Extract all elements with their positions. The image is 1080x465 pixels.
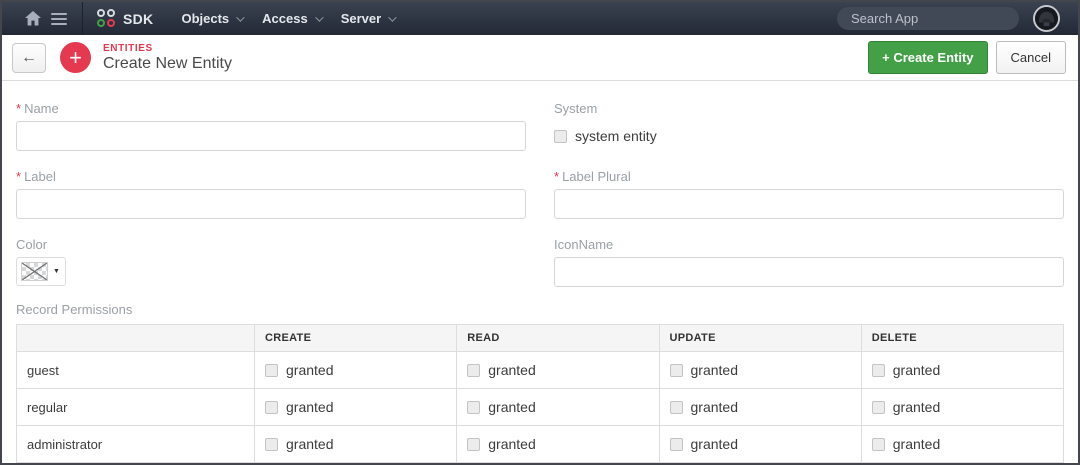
dropdown-arrow-icon: ▼ — [53, 268, 60, 275]
update-column-header: UPDATE — [658, 324, 862, 352]
brand-title: SDK — [123, 10, 154, 27]
regular-create-granted-checkbox[interactable]: granted — [265, 399, 446, 415]
guest-create-granted-checkbox[interactable]: granted — [265, 362, 446, 378]
label-plural-label: Label Plural — [562, 169, 631, 184]
checkbox-icon — [467, 400, 481, 414]
label-plural-input[interactable] — [554, 189, 1064, 219]
navbar-divider — [82, 2, 83, 35]
checkbox-icon — [265, 400, 278, 414]
chevron-down-icon — [314, 12, 324, 22]
name-input[interactable] — [16, 121, 526, 151]
checkbox-icon — [467, 437, 481, 451]
search-input[interactable] — [837, 7, 1019, 30]
administrator-update-granted-checkbox[interactable]: granted — [669, 436, 851, 452]
top-navbar: SDK Objects Access Server — [2, 2, 1078, 35]
checkbox-icon — [265, 437, 278, 451]
role-column-header — [16, 324, 255, 352]
checkbox-icon — [669, 437, 683, 451]
form-content: *Name System system entity *Label — [2, 101, 1078, 463]
field-system: System system entity — [554, 101, 1064, 151]
create-entity-button[interactable]: + Create Entity — [868, 41, 988, 74]
back-button[interactable]: ← — [12, 42, 46, 73]
required-marker: * — [554, 169, 560, 184]
record-permissions-label: Record Permissions — [16, 302, 133, 317]
color-swatch-none-icon — [21, 262, 48, 281]
checkbox-icon — [669, 400, 683, 414]
field-color: Color ▼ — [16, 237, 526, 287]
guest-read-granted-checkbox[interactable]: granted — [467, 362, 648, 378]
regular-read-granted-checkbox[interactable]: granted — [467, 399, 648, 415]
hamburger-menu-icon[interactable] — [46, 6, 72, 32]
page-title: Create New Entity — [103, 54, 232, 72]
menu-access[interactable]: Access — [252, 2, 331, 35]
field-label: *Label — [16, 169, 526, 219]
administrator-create-granted-checkbox[interactable]: granted — [265, 436, 446, 452]
guest-delete-granted-checkbox[interactable]: granted — [871, 362, 1053, 378]
table-row-regular: regular granted granted granted granted — [16, 388, 1065, 426]
label-input[interactable] — [16, 189, 526, 219]
system-label: System — [554, 101, 598, 116]
role-label: guest — [16, 351, 255, 389]
table-row-administrator: administrator granted granted granted gr… — [16, 425, 1065, 463]
role-label: regular — [16, 388, 255, 426]
administrator-delete-granted-checkbox[interactable]: granted — [871, 436, 1053, 452]
field-label-plural: *Label Plural — [554, 169, 1064, 219]
checkbox-icon — [871, 437, 885, 451]
icon-name-input[interactable] — [554, 257, 1064, 287]
menu-server[interactable]: Server — [331, 2, 404, 35]
chevron-down-icon — [236, 12, 245, 22]
menu-objects[interactable]: Objects — [171, 2, 252, 35]
checkbox-icon — [871, 400, 885, 414]
required-marker: * — [16, 101, 22, 116]
delete-column-header: DELETE — [860, 324, 1065, 352]
sdk-logo-icon — [97, 9, 116, 28]
role-label: administrator — [16, 425, 255, 463]
regular-update-granted-checkbox[interactable]: granted — [669, 399, 851, 415]
chevron-down-icon — [388, 12, 397, 22]
administrator-read-granted-checkbox[interactable]: granted — [467, 436, 648, 452]
record-permissions-table: CREATE READ UPDATE DELETE guest granted … — [16, 324, 1065, 463]
label-label: Label — [24, 169, 56, 184]
entity-plus-icon: + — [60, 42, 91, 73]
color-picker-button[interactable]: ▼ — [16, 257, 66, 286]
checkbox-icon — [554, 129, 567, 143]
required-marker: * — [16, 169, 22, 184]
page-header-bar: ← + ENTITIES Create New Entity + Create … — [2, 35, 1078, 81]
checkbox-icon — [467, 363, 481, 377]
checkbox-icon — [265, 363, 278, 377]
title-block: ENTITIES Create New Entity — [103, 43, 232, 73]
color-label: Color — [16, 237, 48, 252]
checkbox-icon — [669, 363, 683, 377]
name-label: Name — [24, 101, 59, 116]
field-icon-name: IconName — [554, 237, 1064, 287]
icon-name-label: IconName — [554, 237, 614, 252]
create-column-header: CREATE — [253, 324, 458, 352]
breadcrumb-category: ENTITIES — [103, 42, 153, 54]
cancel-button[interactable]: Cancel — [995, 41, 1066, 74]
guest-update-granted-checkbox[interactable]: granted — [669, 362, 851, 378]
system-entity-checkbox-label: system entity — [575, 128, 657, 144]
regular-delete-granted-checkbox[interactable]: granted — [871, 399, 1053, 415]
user-avatar[interactable] — [1033, 5, 1060, 32]
field-name: *Name — [16, 101, 526, 151]
table-row-guest: guest granted granted granted granted — [16, 351, 1065, 389]
system-entity-checkbox[interactable]: system entity — [554, 121, 1064, 151]
home-icon[interactable] — [20, 6, 46, 32]
read-column-header: READ — [456, 324, 660, 352]
checkbox-icon — [871, 363, 885, 377]
table-header-row: CREATE READ UPDATE DELETE — [16, 324, 1065, 352]
